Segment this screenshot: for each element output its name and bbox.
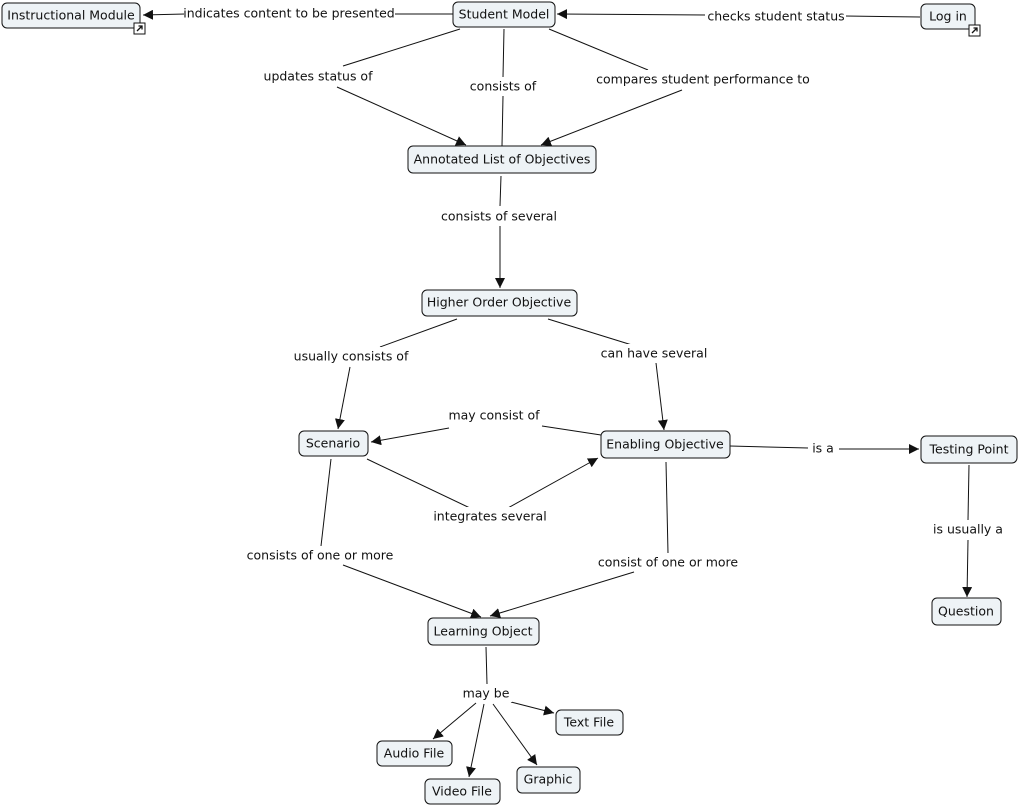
link-label-may-be: may be <box>461 684 512 702</box>
edge-testing-point-to-label-usually-a <box>967 464 970 521</box>
link-label-integrates-several-text: integrates several <box>433 509 546 524</box>
node-graphic-label: Graphic <box>524 772 573 787</box>
node-higher-order-objective-label: Higher Order Objective <box>427 295 572 310</box>
link-label-compares-performance: compares student performance to <box>596 70 810 88</box>
node-enabling-objective[interactable]: Enabling Objective <box>600 430 731 459</box>
node-student-model-label: Student Model <box>459 7 550 22</box>
node-scenario[interactable]: Scenario <box>298 430 369 457</box>
edge-label-consist-one-to-learning-object <box>489 571 635 618</box>
link-label-compares-performance-text: compares student performance to <box>596 72 810 87</box>
edge-student-model-to-label-compares <box>548 28 649 71</box>
edge-label-one-or-more-to-learning-object <box>342 564 482 619</box>
edge-label-may-consist-to-scenario <box>370 427 450 446</box>
edge-label-compares-to-annotated-list <box>540 89 683 147</box>
link-label-consists-of: consists of <box>468 77 538 95</box>
link-label-integrates-several: integrates several <box>432 507 548 525</box>
node-annotated-list-of-objectives-label: Annotated List of Objectives <box>414 152 591 167</box>
node-instructional-module[interactable]: Instructional Module <box>1 2 146 35</box>
node-instructional-module-label: Instructional Module <box>7 8 135 23</box>
link-label-is-usually-a-text: is usually a <box>933 522 1003 537</box>
edge-label-integrates-to-enabling <box>505 457 599 510</box>
node-text-file-label: Text File <box>563 715 614 730</box>
link-label-may-consist-of-text: may consist of <box>448 408 540 423</box>
edge-enabling-to-label-is-a <box>729 445 809 449</box>
edge-label-usually-a-to-question <box>962 539 973 598</box>
external-link-icon[interactable] <box>968 24 981 37</box>
link-label-is-a-text: is a <box>812 441 834 456</box>
edge-student-model-to-label-updates <box>342 28 461 67</box>
link-label-is-usually-a: is usually a <box>930 520 1006 538</box>
edge-student-model-to-label-consists <box>502 28 505 78</box>
link-label-is-a: is a <box>808 439 839 457</box>
link-label-checks-status-text: checks student status <box>707 9 844 24</box>
node-annotated-list-of-objectives[interactable]: Annotated List of Objectives <box>407 145 597 174</box>
node-audio-file[interactable]: Audio File <box>376 740 453 767</box>
edge-log-in-to-label-checks <box>844 15 921 18</box>
link-label-indicates-content: indicates content to be presented <box>183 4 395 22</box>
edge-label-updates-to-annotated-list <box>336 86 467 146</box>
link-label-consists-of-several-text: consists of several <box>441 209 557 224</box>
edge-higher-order-to-label-usually <box>379 318 458 348</box>
edge-learning-object-to-label-may-be <box>485 646 488 685</box>
node-learning-object[interactable]: Learning Object <box>427 617 540 646</box>
node-question[interactable]: Question <box>931 597 1002 626</box>
link-label-usually-consists-of: usually consists of <box>292 347 410 365</box>
link-label-consist-of-one-or-more: consist of one or more <box>597 553 739 571</box>
link-label-usually-consists-of-text: usually consists of <box>294 349 409 364</box>
edge-label-can-have-to-enabling <box>655 362 668 431</box>
edge-higher-order-to-label-can-have <box>547 318 633 346</box>
node-text-file[interactable]: Text File <box>555 709 624 736</box>
edge-may-be-to-text-file <box>510 701 555 716</box>
node-scenario-label: Scenario <box>306 436 360 451</box>
link-label-checks-status: checks student status <box>705 7 846 25</box>
edges <box>142 9 973 778</box>
node-student-model[interactable]: Student Model <box>452 1 556 28</box>
edge-scenario-to-label-one-or-more <box>320 458 332 547</box>
link-label-consist-of-one-or-more-text: consist of one or more <box>598 555 739 570</box>
link-label-can-have-several-text: can have several <box>601 346 708 361</box>
node-higher-order-objective[interactable]: Higher Order Objective <box>421 289 578 317</box>
link-label-consists-of-one-or-more-text: consists of one or more <box>247 548 394 563</box>
node-log-in[interactable]: Log in <box>920 3 981 37</box>
link-label-updates-status: updates status of <box>262 67 374 85</box>
edge-enabling-to-label-may-consist <box>541 425 602 436</box>
node-testing-point-label: Testing Point <box>929 442 1009 457</box>
node-enabling-objective-label: Enabling Objective <box>606 437 724 452</box>
edge-label-usually-to-scenario <box>334 366 351 430</box>
link-label-updates-status-text: updates status of <box>264 69 374 84</box>
node-graphic[interactable]: Graphic <box>516 766 581 794</box>
edge-scenario-to-label-integrates <box>366 458 473 510</box>
link-label-consists-of-text: consists of <box>470 79 537 94</box>
link-label-indicates-content-text: indicates content to be presented <box>183 6 395 21</box>
node-video-file-label: Video File <box>432 784 492 799</box>
edge-may-be-to-video-file <box>466 703 485 778</box>
edge-label-checks-to-student-model <box>556 9 707 20</box>
edge-annotated-list-to-label-several <box>499 175 502 207</box>
edge-may-be-to-graphic <box>492 703 538 766</box>
edge-may-be-to-audio-file <box>432 702 477 740</box>
link-label-consists-of-one-or-more: consists of one or more <box>246 546 394 564</box>
node-video-file[interactable]: Video File <box>424 778 501 805</box>
node-learning-object-label: Learning Object <box>434 624 533 639</box>
edge-label-consists-to-annotated-list <box>501 95 504 147</box>
link-labels: indicates content to be presented checks… <box>183 4 1006 702</box>
node-log-in-label: Log in <box>929 9 967 24</box>
edge-label-indicates-to-instructional-module <box>142 9 186 20</box>
node-question-label: Question <box>938 604 994 619</box>
node-audio-file-label: Audio File <box>384 746 445 761</box>
node-testing-point[interactable]: Testing Point <box>920 435 1018 464</box>
link-label-consists-of-several: consists of several <box>441 207 558 225</box>
link-label-can-have-several: can have several <box>599 344 709 362</box>
link-label-may-consist-of: may consist of <box>447 406 543 424</box>
external-link-icon[interactable] <box>133 22 146 35</box>
link-label-may-be-text: may be <box>463 686 510 701</box>
edge-enabling-to-label-consist-one <box>665 461 669 554</box>
